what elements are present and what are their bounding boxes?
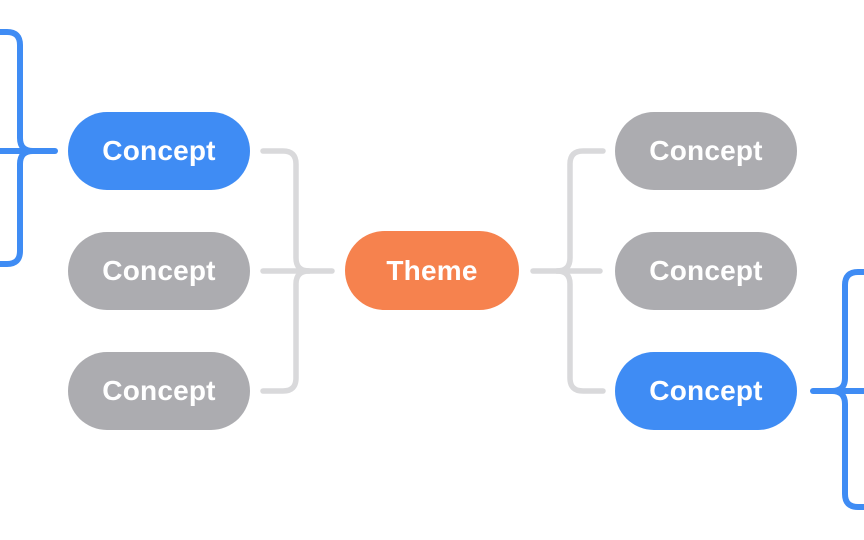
- brace-top-arm: [554, 148, 606, 274]
- concept-node-label: Concept: [102, 375, 216, 406]
- concept-node-left-2[interactable]: Concept: [68, 232, 250, 310]
- brace-top-arm: [829, 269, 864, 394]
- concept-node-label: Concept: [102, 135, 216, 166]
- brace-bottom-arm: [0, 148, 36, 267]
- brace-bottom-arm: [829, 388, 864, 510]
- concept-node-right-3[interactable]: Concept: [615, 352, 797, 430]
- brace-top-arm: [0, 29, 36, 154]
- concept-node-label: Concept: [649, 135, 763, 166]
- concept-node-label: Concept: [649, 255, 763, 286]
- offscreen-left-brace-connector: [0, 29, 58, 267]
- brace-top-arm: [260, 148, 312, 274]
- concept-node-label: Concept: [649, 375, 763, 406]
- concept-node-left-3[interactable]: Concept: [68, 352, 250, 430]
- brace-bottom-arm: [260, 268, 312, 394]
- left-group-brace-connector: [260, 148, 335, 394]
- right-group-brace-connector: [530, 148, 606, 394]
- offscreen-right-brace-connector: [810, 269, 864, 510]
- theme-node[interactable]: Theme: [345, 231, 519, 310]
- concept-node-left-1[interactable]: Concept: [68, 112, 250, 190]
- concept-node-right-2[interactable]: Concept: [615, 232, 797, 310]
- concept-node-right-1[interactable]: Concept: [615, 112, 797, 190]
- brace-bottom-arm: [554, 268, 606, 394]
- theme-node-label: Theme: [386, 254, 478, 286]
- concept-node-label: Concept: [102, 255, 216, 286]
